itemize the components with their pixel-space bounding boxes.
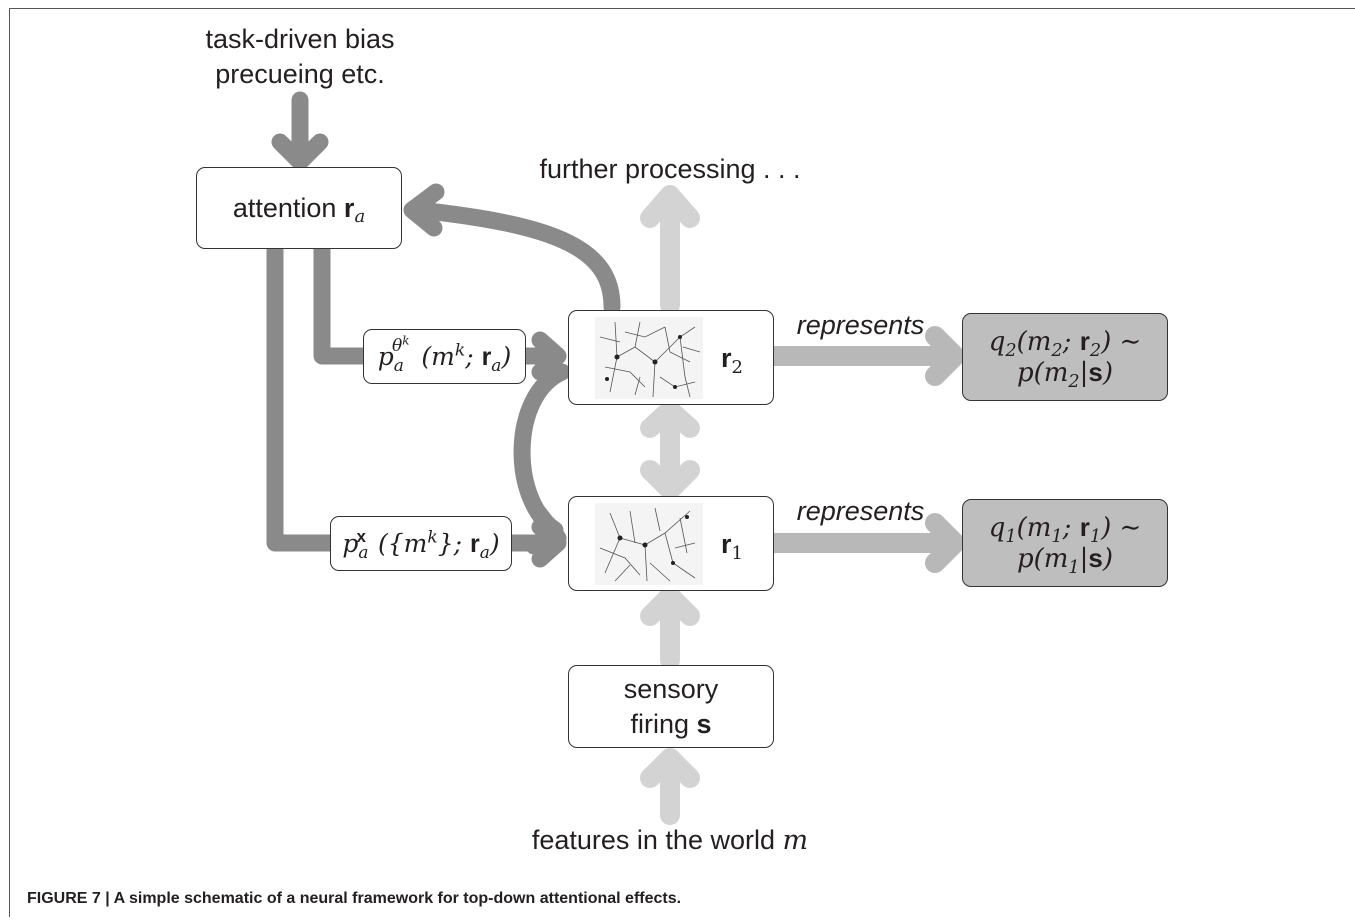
q2-box: q2(m2; r2) ∼ p(m2|s) [962,313,1168,401]
represents-label-top: represents [796,310,925,340]
q2-line1: q2(m2; r2) ∼ [988,326,1142,362]
task-bias-label: task-driven bias precueing etc. [150,22,450,92]
prior-top-box: paθk(mk; ra) [363,329,526,384]
r1-r2-arrowhead-down [640,460,700,500]
sensory-var: s [696,708,712,739]
r2-to-attention-arrowhead [403,183,445,237]
features-label: features in the world m [470,823,870,858]
r2-to-r1-arrowhead [525,503,567,555]
features-text: features in the world [531,825,775,855]
task-bias-line2: precueing etc. [215,59,385,89]
attention-word: attention [232,192,337,223]
q1-line1: q1(m1; r1) ∼ [988,512,1142,548]
r2-to-attention-arrow [409,201,621,316]
sensory-line1: sensory [623,673,719,704]
further-processing-arrowhead [640,185,700,228]
task-bias-line1: task-driven bias [205,24,395,54]
r1-sub: 1 [731,543,743,564]
figure-frame [9,8,1355,917]
sensory-line2: firing s [630,707,711,742]
neuron-drawing-r2 [599,321,701,398]
r1-box: r1 [568,496,774,591]
figure-caption: FIGURE 7 | A simple schematic of a neura… [27,890,682,907]
attention-var: r [343,192,355,223]
q1-box: q1(m1; r1) ∼ p(m1|s) [962,499,1168,587]
prior-top-formula: paθk(mk; ra) [377,333,512,376]
q1-line2: p(m1|s) [1016,543,1114,579]
neuron-image-r2 [595,317,703,399]
represents-arrowhead-bottom [925,513,965,573]
prior-top-arrowhead [531,331,567,381]
sensory-to-r1-arrowhead [640,586,700,626]
prior-bottom-box: pax({mk}; ra) [330,516,512,571]
r2-box: r2 [568,310,774,405]
attention-to-prior-bottom [266,241,339,552]
r2-var: r [721,343,732,373]
neuron-image-r1 [595,503,703,585]
represents-arrowhead-top [925,326,965,386]
r2-sub: 2 [731,357,743,378]
q2-line2: p(m2|s) [1016,357,1114,393]
sensory-word: firing [630,708,689,739]
attention-to-prior-top [313,241,374,365]
sensory-box: sensory firing s [568,665,774,748]
r1-r2-arrowhead-up [640,400,700,438]
attention-sub: a [354,205,366,227]
r1-var: r [721,529,732,559]
features-var: m [782,825,809,856]
represents-label-bottom: represents [796,496,925,526]
prior-bottom-formula: pax({mk}; ra) [342,527,500,563]
r2-label: r2 [721,343,743,378]
task-bias-arrowhead [271,133,329,171]
further-processing-label: further processing . . . [539,154,801,184]
r1-label: r1 [721,529,743,564]
features-to-sensory-arrowhead [640,748,700,788]
neuron-drawing-r1 [599,507,696,582]
